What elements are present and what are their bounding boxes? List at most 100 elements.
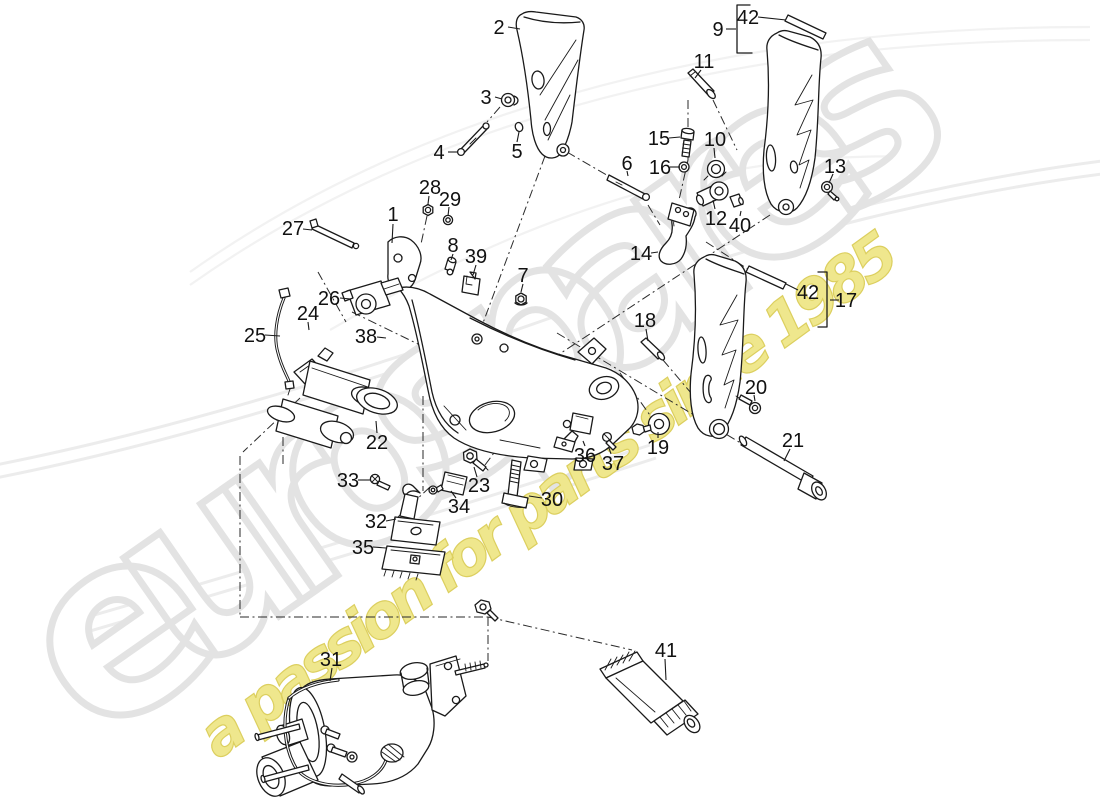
- part-number-1-0: 1: [387, 204, 398, 226]
- leader-line-28-27: [427, 195, 430, 205]
- leader-line-39-38: [472, 264, 477, 276]
- leader-line-20-19: [753, 394, 756, 402]
- gasket-strip-part-42-top: [784, 14, 827, 40]
- stud-part-8: [444, 256, 457, 276]
- leader-line-37-36: [608, 447, 612, 455]
- bushing-part-40: [729, 193, 744, 208]
- nut-part-16: [678, 161, 690, 173]
- leader-line-24-23: [307, 321, 310, 331]
- base-plate-part-35: [381, 545, 446, 581]
- clutch-pedal-part-17-group: [689, 253, 747, 440]
- part-number-35-34: 35: [352, 537, 374, 559]
- part-number-33-32: 33: [337, 470, 359, 492]
- washer-part-29: [442, 214, 454, 226]
- swoosh-curve: [329, 155, 921, 331]
- part-number-37-36: 37: [602, 453, 624, 475]
- part-number-6-5: 6: [621, 153, 632, 175]
- part-number-7-6: 7: [517, 265, 528, 287]
- sensor-part-26: [341, 277, 404, 316]
- leader-line-30-29: [528, 495, 543, 499]
- leader-line-27-26: [302, 228, 313, 231]
- screw-part-33: [369, 473, 391, 491]
- part-number-5-4: 5: [511, 141, 522, 163]
- stop-bracket-part-32: [390, 483, 441, 546]
- bolt-part-23: [462, 448, 489, 472]
- leader-line-34-33: [450, 490, 457, 499]
- part-number-40-39: 40: [729, 215, 751, 237]
- switch-part-34: [428, 471, 468, 496]
- sealant-tube-part-41: [599, 650, 701, 736]
- leader-line-8-7: [450, 253, 454, 261]
- leader-line-22-21: [375, 420, 378, 434]
- leader-line-14-13: [650, 251, 659, 254]
- part-number-19-18: 19: [647, 437, 669, 459]
- leader-line-5-4: [516, 131, 520, 143]
- swoosh-curve: [0, 172, 1100, 479]
- part-number-41-40: 41: [655, 640, 677, 662]
- part-number-10-9: 10: [704, 129, 726, 151]
- part-number-4-3: 4: [433, 142, 444, 164]
- gasket-strip-part-42-bottom: [745, 265, 787, 290]
- leader-line-15-14: [668, 136, 681, 139]
- leader-line-36-35: [582, 440, 586, 447]
- part-number-18-17: 18: [634, 310, 656, 332]
- part-number-13-12: 13: [824, 156, 846, 178]
- mount-bolt-unlabeled: [474, 599, 499, 622]
- rod-end-part-19: [631, 412, 671, 436]
- part-number-36-35: 36: [574, 445, 596, 467]
- part-number-25-24: 25: [244, 325, 266, 347]
- part-number-12-11: 12: [705, 208, 727, 230]
- pivot-shaft-part-21: [738, 435, 827, 501]
- swoosh-curve: [189, 38, 1091, 286]
- leader-line-42-41: [757, 16, 787, 21]
- leader-line-26-25: [339, 297, 352, 300]
- pin-part-6: [606, 174, 651, 202]
- bushing-part-3: [500, 92, 519, 108]
- part-number-32-31: 32: [365, 511, 387, 533]
- bracket-glyph-part-9-group: [736, 4, 753, 54]
- leader-line-29-28: [447, 206, 450, 217]
- part-number-3-2: 3: [480, 87, 491, 109]
- part-number-17-16: 17: [835, 290, 857, 312]
- part-number-15-14: 15: [648, 128, 670, 150]
- pin-part-18: [640, 337, 666, 361]
- swoosh-curve: [0, 159, 1100, 466]
- swoosh-curve: [189, 25, 1091, 273]
- nut-part-7: [514, 292, 528, 306]
- bolt-part-30: [501, 459, 529, 509]
- leader-line-11-10: [694, 69, 702, 79]
- wiring-harness-part-25: [274, 287, 295, 396]
- leader-line-32-31: [385, 518, 397, 522]
- swoosh-curve: [65, 456, 657, 640]
- part-number-2-1: 2: [493, 17, 504, 39]
- part-number-42-42: 42: [797, 282, 819, 304]
- pin-part-27: [309, 218, 360, 250]
- leader-line-3-2: [494, 96, 503, 100]
- leader-line-10-9: [713, 147, 716, 159]
- leader-line-12-11: [712, 199, 716, 210]
- part-number-24-23: 24: [297, 303, 319, 325]
- nut-part-28: [422, 203, 434, 217]
- leader-line-18-17: [645, 328, 649, 342]
- part-number-21-20: 21: [782, 430, 804, 452]
- brake-pedal-part-2: [515, 10, 585, 159]
- pin-part-4: [456, 122, 490, 157]
- pin-part-11: [687, 68, 716, 100]
- part-number-27-26: 27: [282, 218, 304, 240]
- part-number-39-38: 39: [465, 246, 487, 268]
- part-number-34-33: 34: [448, 496, 470, 518]
- leader-line-21-20: [783, 448, 791, 462]
- part-number-42-41: 42: [737, 7, 759, 29]
- part-number-31-30: 31: [320, 649, 342, 671]
- clevis-bracket-near-12: [667, 202, 695, 227]
- part-number-30-29: 30: [541, 489, 563, 511]
- part-number-22-21: 22: [366, 432, 388, 454]
- leader-line-25-24: [264, 334, 281, 337]
- leader-line-23-22: [473, 466, 478, 478]
- part-number-9-8: 9: [712, 19, 723, 41]
- clip-part-39: [461, 271, 481, 296]
- swoosh-curve: [59, 443, 651, 627]
- part-number-26-25: 26: [318, 288, 340, 310]
